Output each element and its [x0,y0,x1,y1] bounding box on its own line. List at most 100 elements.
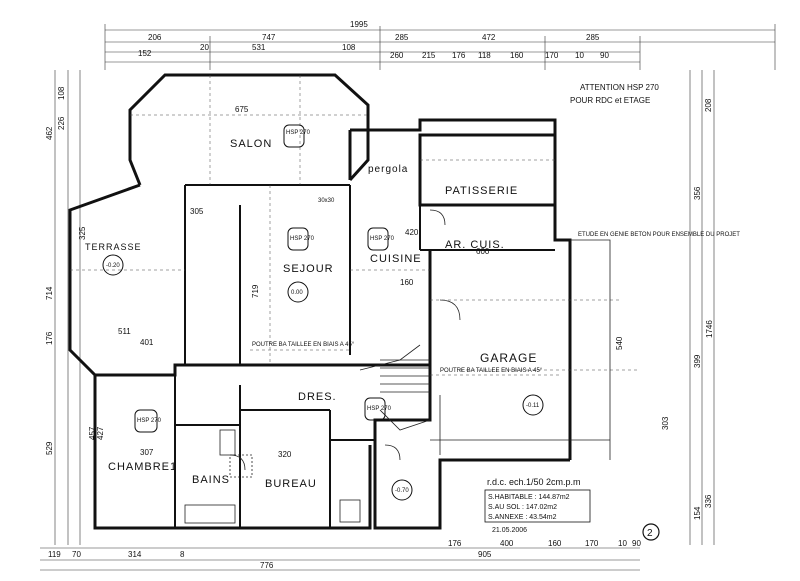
hsp-marker-chambre: HSP 270 [134,409,162,433]
room-garage-label: GARAGE [480,351,537,365]
dim-top-170: 170 [545,51,559,60]
detail-lines [70,75,640,524]
dim-675: 675 [235,105,249,114]
dim-bottom-70: 70 [72,550,81,559]
hsp-marker-dres: HSP 270 [364,397,392,421]
dim-right-154: 154 [693,506,702,520]
dim-160: 160 [400,278,414,287]
dim-right-208: 208 [704,98,713,112]
dim-top-90: 90 [600,51,609,60]
hsp-sejour-text: HSP 270 [290,236,315,242]
level-annexe-text: -0.70 [395,488,409,494]
dim-bottom-90: 90 [632,539,641,548]
dim-bottom-314: 314 [128,550,142,559]
dim-bottom-8: 8 [180,550,185,559]
dim-303: 303 [661,416,670,430]
title-block-sol: S.AU SOL : 147.02m2 [488,504,557,511]
beam-size-label: 30x30 [318,198,335,204]
hsp-marker-cuisine: HSP 270 [367,227,395,251]
dim-bottom-10: 10 [618,539,627,548]
title-block: r.d.c. ech.1/50 2cm.p.m S.HABITABLE : 14… [484,477,591,534]
room-cuisine-label: CUISINE [370,253,422,265]
beam-note-1: POUTRE BA TAILLEE EN BIAIS A 45° [252,342,355,348]
dim-top-215: 215 [422,51,436,60]
beams [250,349,560,376]
hsp-marker-sejour: HSP 270 [287,227,315,251]
dim-right-1746: 1746 [705,320,714,338]
dim-top-285b: 285 [586,33,600,42]
dim-top-206: 206 [148,33,162,42]
study-note: ETUDE EN GENIE BETON POUR ENSEMBLE DU PR… [578,232,740,238]
dim-325: 325 [78,226,87,240]
dim-top-472: 472 [482,33,496,42]
left-dimension-lines [54,70,81,545]
dim-bottom-170: 170 [585,539,599,548]
dim-right-399: 399 [693,354,702,368]
hsp-dres-text: HSP 270 [367,406,392,412]
dim-bottom-905: 905 [478,550,492,559]
hsp-salon-text: HSP 270 [286,130,311,136]
title-block-title: r.d.c. ech.1/50 2cm.p.m [487,477,581,487]
room-bureau-label: BUREAU [265,478,317,490]
dim-top-260: 260 [390,51,404,60]
dim-540: 540 [615,336,624,350]
dim-top-285a: 285 [395,33,409,42]
room-bains-label: BAINS [192,474,230,486]
level-marker-sejour: 0.00 [287,281,309,303]
dim-320: 320 [278,450,292,459]
room-patisserie-label: PATISSERIE [445,185,518,197]
dim-top-20: 20 [200,43,209,52]
level-garage-text: -0.11 [526,403,540,409]
dim-left-462: 462 [45,126,54,140]
dim-left-529: 529 [45,441,54,455]
level-marker-garage: -0.11 [522,394,544,416]
room-terrasse-label: TERRASSE [85,242,142,252]
room-sejour-label: SEJOUR [283,263,334,275]
room-salon-label: SALON [230,138,272,150]
title-block-date: 21.05.2006 [492,527,527,534]
dim-left-714: 714 [45,286,54,300]
dim-top-152: 152 [138,49,152,58]
dim-left-226: 226 [57,116,66,130]
header-note-line1: ATTENTION HSP 270 [580,83,659,92]
dim-left-108: 108 [57,86,66,100]
level-terrasse-text: -0.20 [106,263,120,269]
dim-total-width: 1995 [350,20,368,29]
dim-top-118: 118 [478,51,491,60]
dim-top-108: 108 [342,43,356,52]
dim-bottom-176: 176 [448,539,462,548]
dim-bottom-160: 160 [548,539,562,548]
interior-walls [174,184,555,528]
dim-420: 420 [405,228,419,237]
beam-note-2: POUTRE BA TAILLEE EN BIAIS A 45° [440,368,543,374]
page-number-badge: 2 [642,523,660,541]
room-chambre-label: CHAMBRE1 [108,461,177,473]
dim-bottom-119: 119 [48,550,61,559]
room-ar-cuis-label: AR. CUIS. [445,239,505,251]
dim-427: 427 [96,426,105,440]
hsp-cuisine-text: HSP 270 [370,236,395,242]
dim-top-531: 531 [252,43,266,52]
right-dimension-lines [689,70,715,545]
dim-top-10: 10 [575,51,584,60]
dim-307: 307 [140,448,154,457]
level-marker-terrasse: -0.20 [102,254,124,276]
level-marker-annexe: -0.70 [391,479,413,501]
dim-600: 600 [476,247,490,256]
level-sejour-text: 0.00 [291,290,303,296]
hsp-marker-salon: HSP 270 [283,124,311,148]
page-number-text: 2 [647,528,653,539]
hsp-chambre-text: HSP 270 [137,418,162,424]
header-note-line2: POUR RDC et ETAGE [570,96,650,105]
dim-511: 511 [118,327,131,336]
dim-right-336: 336 [704,494,713,508]
dim-top-176: 176 [452,51,466,60]
top-dimension-lines [104,24,776,70]
dim-305: 305 [190,207,204,216]
title-block-annexe: S.ANNEXE : 43.54m2 [488,514,557,521]
dim-457: 457 [88,426,97,440]
dim-719: 719 [251,284,260,298]
dim-top-160: 160 [510,51,524,60]
room-pergola-label: pergola [368,164,408,175]
